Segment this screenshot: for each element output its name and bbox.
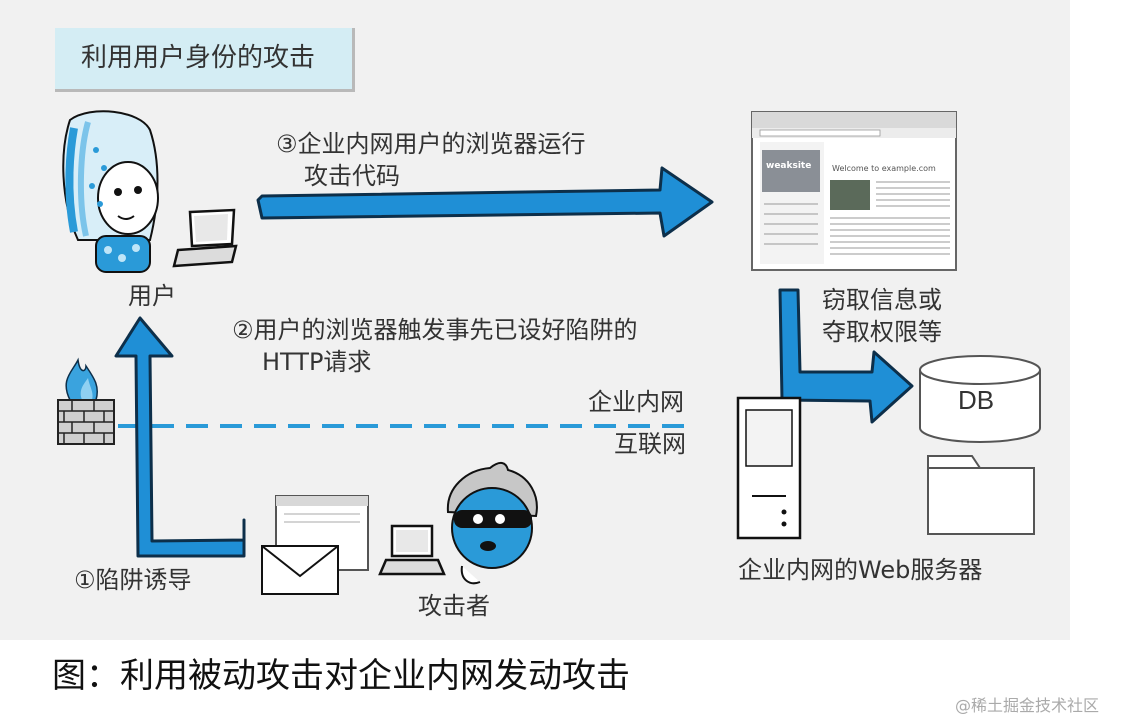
browser-window [751,111,957,271]
user-label: 用户 [128,282,176,310]
step2-label-line2: HTTP请求 [262,348,372,376]
diagram-panel [0,0,1070,640]
steal-label-line1: 窃取信息或 [822,286,942,314]
arrow-steal-data [778,288,914,424]
browser-brand: weaksite [766,161,812,171]
attacker-laptop-icon [378,524,446,576]
web-server-icon [736,396,802,540]
attacker-label: 攻击者 [418,592,490,620]
laptop-icon [172,208,238,268]
step1-label: ①陷阱诱导 [74,566,192,594]
step3-label-line2: 攻击代码 [304,162,400,190]
figure-caption: 图：利用被动攻击对企业内网发动攻击 [52,656,630,696]
database-icon [919,355,1041,443]
db-label: DB [958,385,995,415]
browser-welcome: Welcome to example.com [832,164,936,173]
arrow-attack-code [256,166,714,238]
internet-label: 互联网 [614,430,686,458]
web-server-label: 企业内网的Web服务器 [738,556,983,584]
folder-icon [927,455,1035,535]
step3-label-line1: ③企业内网用户的浏览器运行 [276,130,586,158]
watermark: @稀土掘金技术社区 [955,696,1100,715]
user-avatar [62,110,159,273]
arrow-trap-request [114,316,246,558]
diagram-title: 利用用户身份的攻击 [55,28,355,92]
attacker-avatar [446,462,538,585]
steal-label-line2: 夺取权限等 [822,318,942,346]
envelope-icon [261,545,339,595]
step2-label-line1: ②用户的浏览器触发事先已设好陷阱的 [232,316,638,344]
firewall-icon [57,357,115,445]
intranet-label: 企业内网 [588,388,684,416]
